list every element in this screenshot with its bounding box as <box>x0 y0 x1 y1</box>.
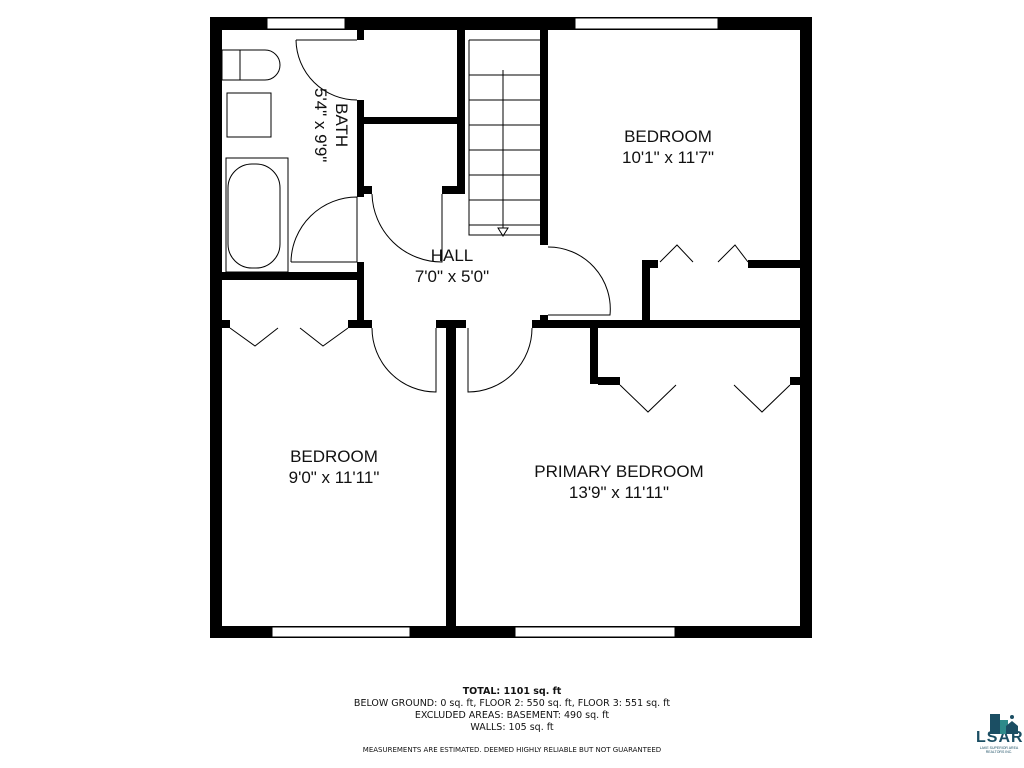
room-size: 13'9" x 11'11" <box>568 483 670 502</box>
disclaimer: MEASUREMENTS ARE ESTIMATED. DEEMED HIGHL… <box>362 746 662 754</box>
walls-area: WALLS: 105 sq. ft <box>470 722 554 733</box>
total-area: TOTAL: 1101 sq. ft <box>462 686 562 697</box>
room-label-bath: BATH 5'4" x 9'9" <box>310 88 352 162</box>
room-label-bedroom-top: BEDROOM 10'1" x 11'7" <box>622 126 714 168</box>
room-size: 7'0" x 5'0" <box>414 267 490 286</box>
walls <box>210 17 812 638</box>
room-size: 9'0" x 11'11" <box>288 468 380 487</box>
room-size: 5'4" x 9'9" <box>311 88 330 163</box>
buildings-icon <box>990 714 1018 734</box>
fixtures-doors <box>221 39 791 413</box>
room-label-primary-bedroom: PRIMARY BEDROOM 13'9" x 11'11" <box>534 461 703 503</box>
logo-subtitle: LAKE SUPERIOR AREA REALTORS INC. <box>979 746 1019 754</box>
excluded-areas: EXCLUDED AREAS: BASEMENT: 490 sq. ft <box>414 710 610 721</box>
room-label-bedroom-left: BEDROOM 9'0" x 11'11" <box>289 446 380 488</box>
floor-areas: BELOW GROUND: 0 sq. ft, FLOOR 2: 550 sq.… <box>353 698 671 709</box>
area-summary: TOTAL: 1101 sq. ft BELOW GROUND: 0 sq. f… <box>354 686 670 756</box>
room-name: BATH <box>332 103 351 148</box>
lsar-logo: LSAR LAKE SUPERIOR AREA REALTORS INC. <box>976 712 1023 754</box>
room-name: PRIMARY BEDROOM <box>534 462 704 481</box>
windows <box>266 17 719 638</box>
room-name: HALL <box>430 246 474 265</box>
room-label-hall: HALL 7'0" x 5'0" <box>415 245 489 287</box>
room-name: BEDROOM <box>290 447 378 466</box>
room-name: BEDROOM <box>624 127 712 146</box>
room-size: 10'1" x 11'7" <box>622 148 714 167</box>
